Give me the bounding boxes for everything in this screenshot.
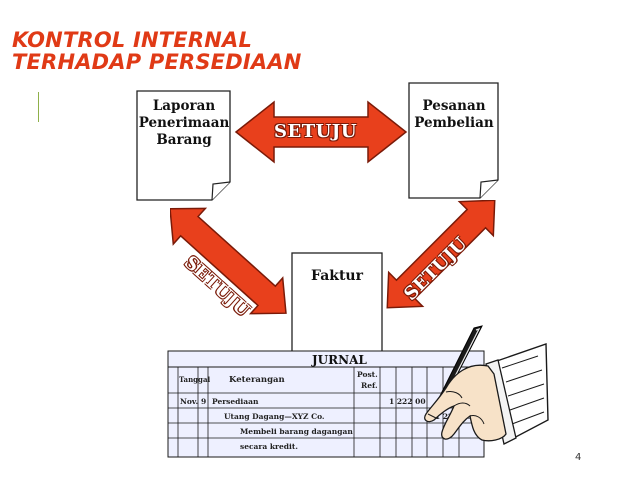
journal-header-description: Keterangan xyxy=(229,375,285,385)
double-arrow-top xyxy=(234,100,408,164)
document-laporan-label: Laporan Penerimaan Barang xyxy=(138,98,230,148)
arrow-top-label: SETUJU xyxy=(274,121,358,142)
document-laporan-penerimaan-barang xyxy=(136,90,231,201)
journal-title: JURNAL xyxy=(311,353,367,367)
journal-table: JURNAL Tanggal Keterangan Post. Ref. Nov… xyxy=(167,350,485,458)
journal-header-date: Tanggal xyxy=(179,375,210,384)
journal-row-3-description: Membeli barang dagangan xyxy=(240,427,353,436)
slide-title: KONTROL INTERNAL TERHADAP PERSEDIAAN xyxy=(12,29,302,73)
journal-header-postref-1: Post. xyxy=(357,370,378,379)
title-accent-rule xyxy=(38,92,39,122)
document-pesanan-label: Pesanan Pembelian xyxy=(414,98,494,131)
double-arrow-left xyxy=(170,207,287,315)
hand-with-pen-icon xyxy=(424,325,549,445)
page-number: 4 xyxy=(575,452,582,463)
journal-row-1-debit: 1 222 00 xyxy=(389,397,426,406)
journal-row-1-day: 9 xyxy=(201,397,206,406)
title-line-2: TERHADAP PERSEDIAAN xyxy=(12,50,302,74)
journal-header-postref-2: Ref. xyxy=(361,381,378,390)
document-pesanan-pembelian xyxy=(408,82,499,199)
journal-row-4-description: secara kredit. xyxy=(240,442,298,451)
journal-row-1-month: Nov. xyxy=(180,397,198,406)
document-faktur-label: Faktur xyxy=(311,268,363,284)
document-faktur xyxy=(291,252,383,356)
journal-row-1-description: Persediaan xyxy=(212,397,259,406)
title-line-1: KONTROL INTERNAL xyxy=(12,28,253,52)
double-arrow-right xyxy=(386,200,496,309)
journal-row-2-description: Utang Dagang—XYZ Co. xyxy=(224,412,325,421)
